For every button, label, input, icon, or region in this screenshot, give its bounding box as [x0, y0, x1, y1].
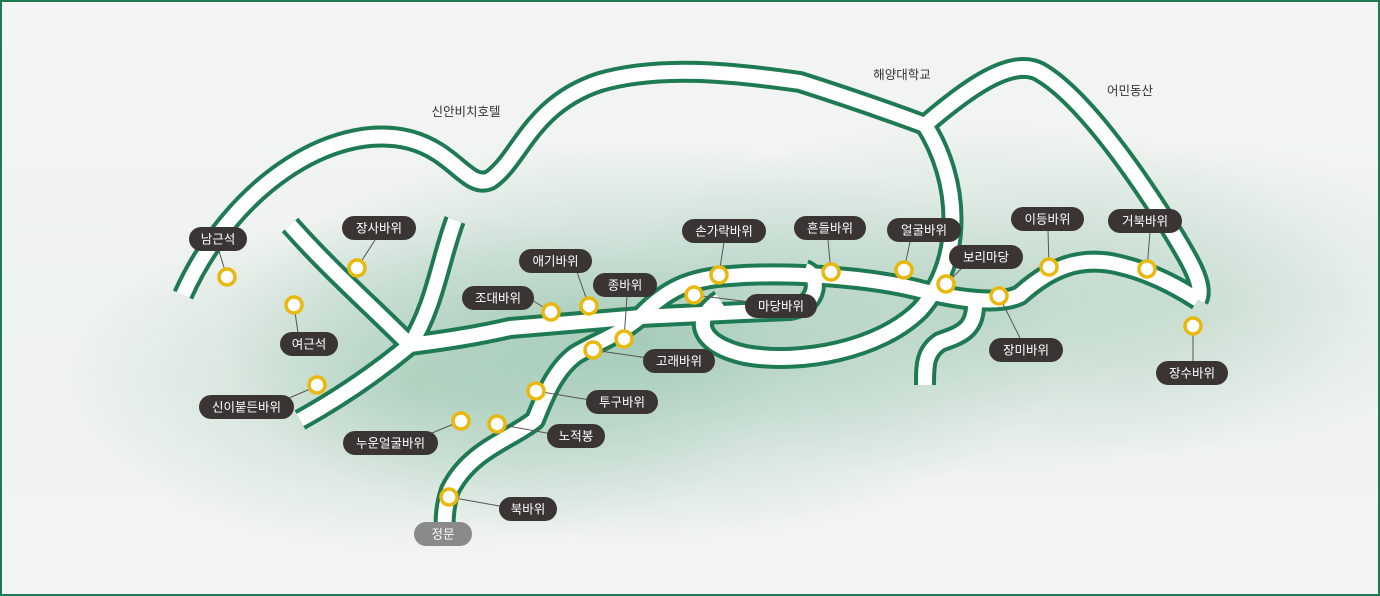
spot-ideung[interactable]: 이등바위 — [1011, 207, 1084, 231]
spot-jangsa[interactable]: 장사바위 — [342, 216, 416, 240]
marker-jong[interactable] — [614, 329, 634, 349]
spot-tugu[interactable]: 투구바위 — [586, 390, 658, 414]
spot-label-borimadang: 보리마당 — [963, 250, 1010, 265]
spot-label-buk: 북바위 — [511, 502, 546, 517]
spot-label-aegi: 애기바위 — [532, 254, 578, 269]
marker-nojeok[interactable] — [487, 414, 507, 434]
spot-gorae[interactable]: 고래바위 — [643, 349, 715, 373]
spot-labels: 남근석 장사바위 여근석 신이붙든바위 애기바위 조대바위 종바위 손가락바위 — [189, 207, 1228, 546]
marker-jangsu[interactable] — [1183, 316, 1203, 336]
spot-jangmi[interactable]: 장미바위 — [989, 338, 1063, 362]
marker-borimadang[interactable] — [936, 274, 956, 294]
spot-yeogeunseok[interactable]: 여근석 — [280, 332, 338, 356]
spot-jangsu[interactable]: 장수바위 — [1156, 361, 1228, 385]
region-label-haeyang: 해양대학교 — [873, 67, 931, 82]
spot-label-namgeunseok: 남근석 — [201, 232, 236, 247]
marker-yeogeunseok[interactable] — [284, 295, 304, 315]
marker-songarak[interactable] — [709, 265, 729, 285]
spot-label-madang: 마당바위 — [758, 299, 804, 314]
marker-jangsa[interactable] — [347, 258, 367, 278]
spot-label-tugu: 투구바위 — [599, 395, 645, 410]
markers — [217, 257, 1203, 507]
spot-buk[interactable]: 북바위 — [499, 497, 557, 521]
region-label-eomin: 어민동산 — [1107, 83, 1154, 98]
spot-label-jangsa: 장사바위 — [356, 221, 402, 236]
marker-jangmi[interactable] — [989, 286, 1009, 306]
marker-madang[interactable] — [684, 285, 704, 305]
spot-label-jong: 종바위 — [608, 278, 643, 293]
spot-geobuk[interactable]: 거북바위 — [1108, 209, 1182, 233]
marker-eolgul[interactable] — [894, 260, 914, 280]
marker-namgeunseok[interactable] — [217, 267, 237, 287]
spot-jong[interactable]: 종바위 — [593, 273, 657, 297]
spot-label-jangsu: 장수바위 — [1169, 366, 1215, 381]
marker-sinibut[interactable] — [307, 375, 327, 395]
spot-nuun[interactable]: 누운얼굴바위 — [343, 431, 438, 455]
marker-gorae[interactable] — [583, 340, 603, 360]
spot-label-jangmi: 장미바위 — [1003, 343, 1049, 358]
marker-ideung[interactable] — [1039, 257, 1059, 277]
entrance[interactable]: 정문 — [414, 522, 472, 546]
spot-aegi[interactable]: 애기바위 — [519, 249, 592, 273]
marker-nuun[interactable] — [451, 411, 471, 431]
spot-label-jodae: 조대바위 — [475, 291, 521, 306]
spot-sinibut[interactable]: 신이붙든바위 — [199, 395, 294, 419]
marker-geobuk[interactable] — [1137, 259, 1157, 279]
spot-namgeunseok[interactable]: 남근석 — [189, 227, 247, 251]
spot-label-nuun: 누운얼굴바위 — [356, 436, 425, 451]
spot-label-nojeok: 노적봉 — [559, 429, 594, 444]
spot-label-gorae: 고래바위 — [656, 354, 702, 369]
spot-borimadang[interactable]: 보리마당 — [949, 245, 1023, 269]
marker-aegi[interactable] — [579, 296, 599, 316]
spot-label-heundeul: 흔들바위 — [807, 221, 853, 236]
spot-label-sinibut: 신이붙든바위 — [212, 400, 281, 415]
spot-label-geobuk: 거북바위 — [1122, 214, 1168, 229]
spot-heundeul[interactable]: 흔들바위 — [794, 216, 866, 240]
marker-tugu[interactable] — [526, 381, 546, 401]
spot-label-ideung: 이등바위 — [1024, 212, 1070, 227]
spot-eolgul[interactable]: 얼굴바위 — [887, 218, 961, 242]
marker-buk[interactable] — [439, 487, 459, 507]
spot-songarak[interactable]: 손가락바위 — [682, 219, 766, 243]
marker-jodae[interactable] — [541, 302, 561, 322]
spot-madang[interactable]: 마당바위 — [745, 294, 817, 318]
marker-heundeul[interactable] — [821, 262, 841, 282]
spot-nojeok[interactable]: 노적봉 — [547, 424, 605, 448]
region-label-shinan: 신안비치호텔 — [431, 104, 500, 119]
spot-label-yeogeunseok: 여근석 — [292, 337, 327, 352]
entrance-label: 정문 — [431, 527, 454, 542]
spot-label-eolgul: 얼굴바위 — [901, 223, 947, 238]
spot-jodae[interactable]: 조대바위 — [462, 286, 534, 310]
spot-label-songarak: 손가락바위 — [695, 224, 753, 239]
